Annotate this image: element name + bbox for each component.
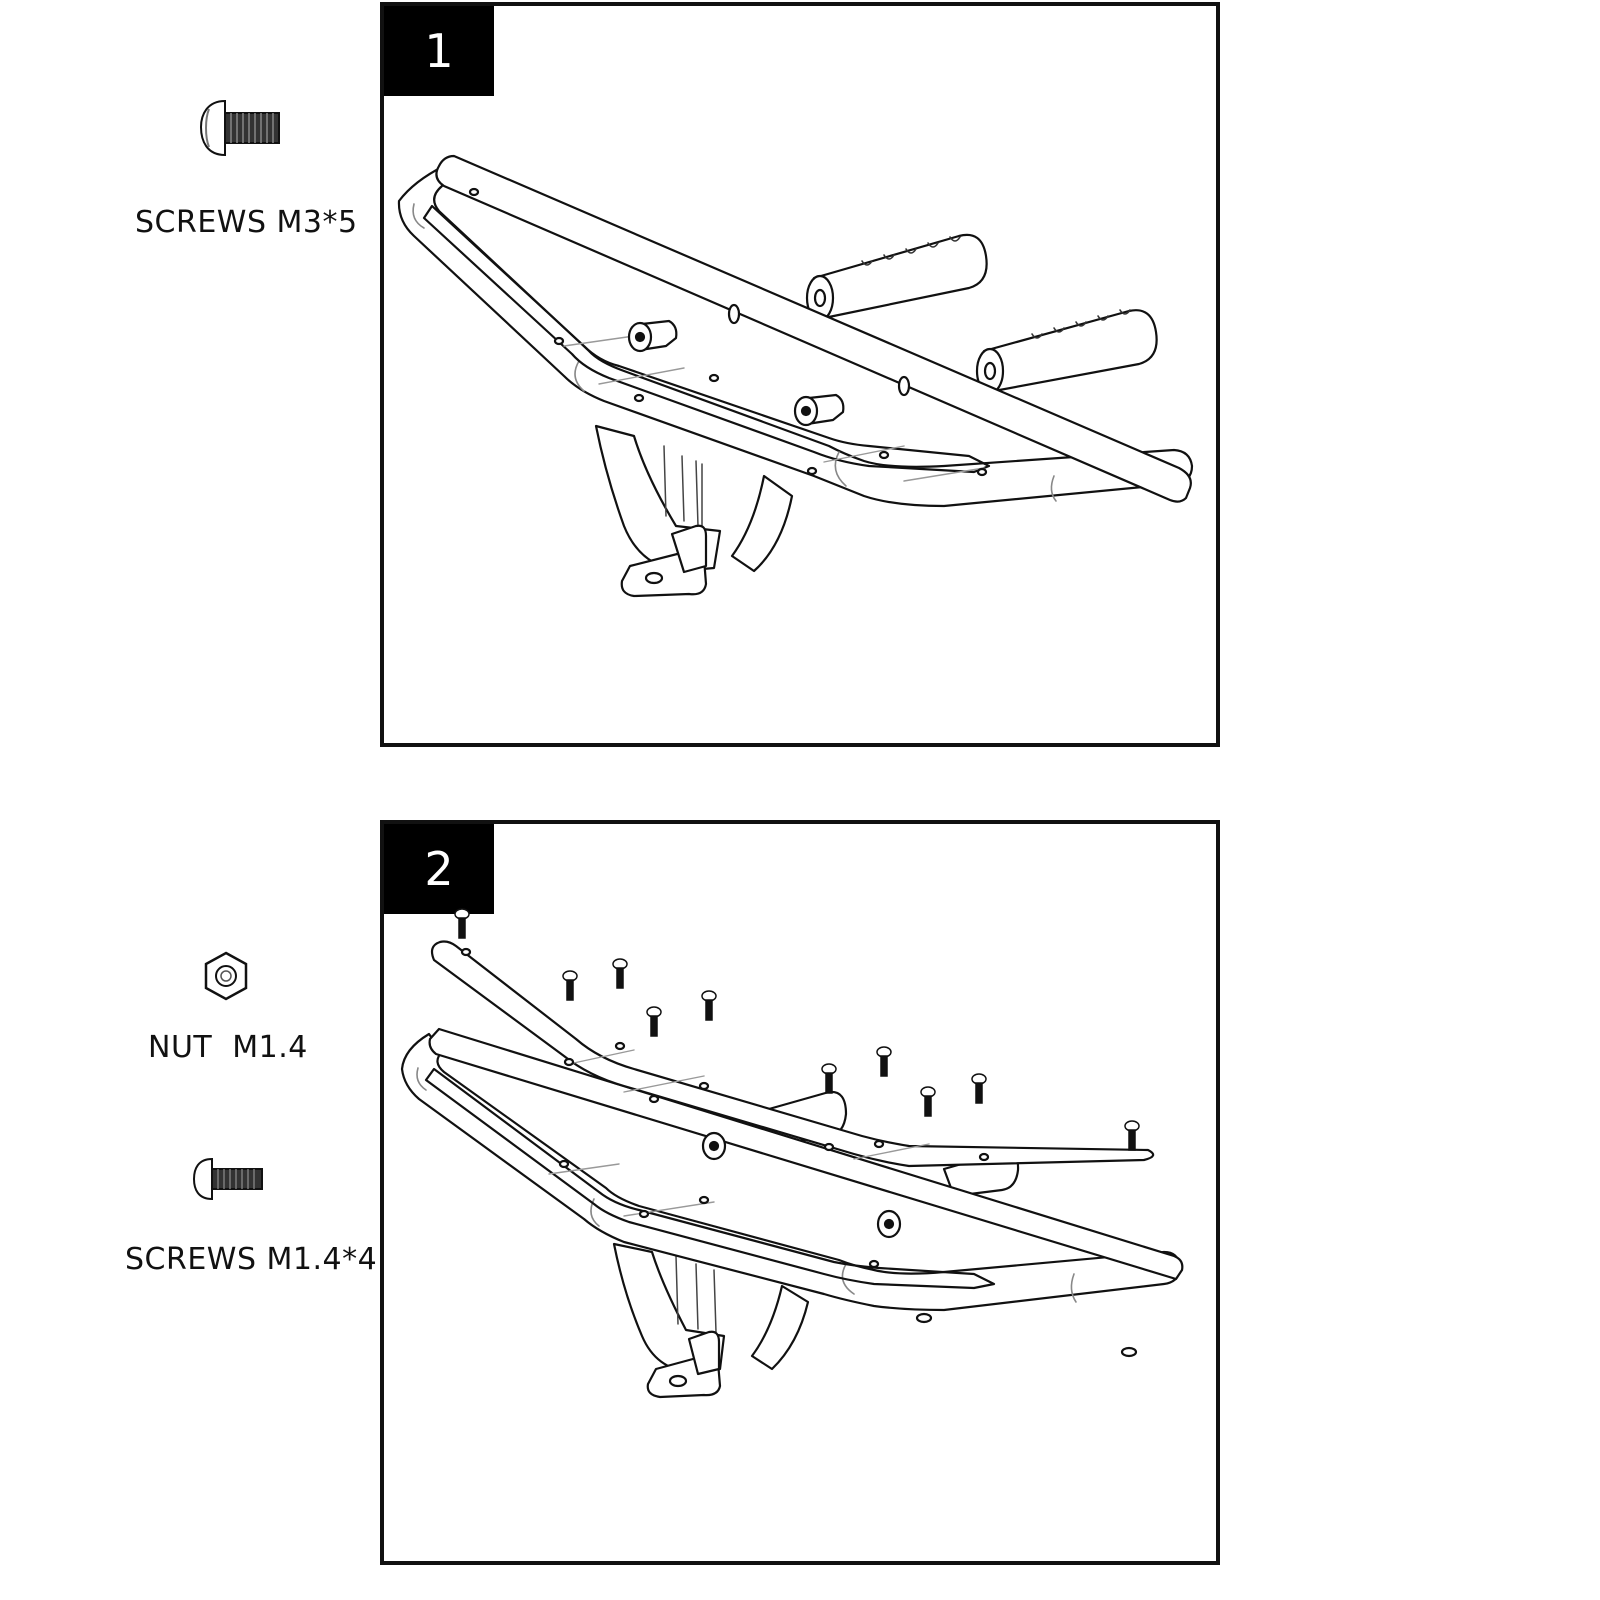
screw-m3-icon <box>199 99 280 157</box>
part-label-nut-m1-4: NUT M1.4 <box>148 1030 308 1065</box>
step-1-panel: 1 <box>380 2 1220 747</box>
step-2-panel: 2 <box>380 820 1220 1565</box>
part-label-screws-m3: SCREWS M3*5 <box>135 205 358 240</box>
screw-m1-4-icon <box>192 1157 263 1201</box>
part-label-screws-m1-4x4: SCREWS M1.4*4 <box>125 1242 378 1277</box>
bumper-step-2-drawing <box>400 908 1184 1399</box>
hex-nut-icon <box>204 951 248 1001</box>
bumper-step-1-drawing <box>397 154 1194 598</box>
step-2-badge: 2 <box>384 824 494 914</box>
step-1-badge: 1 <box>384 6 494 96</box>
